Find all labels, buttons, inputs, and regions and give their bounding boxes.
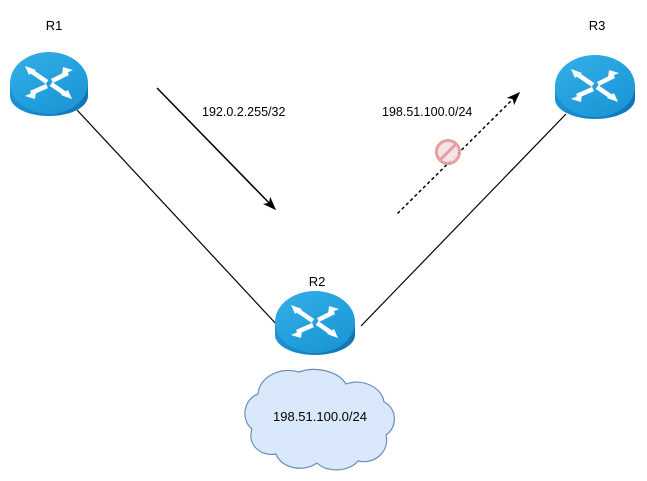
cloud-network (244, 368, 395, 471)
router-icon-r3[interactable] (555, 55, 635, 119)
router-icon-r1[interactable] (10, 52, 88, 116)
flow-label-advertised: 192.0.2.255/32 (202, 105, 286, 119)
prohibition-icon (435, 139, 461, 165)
link-r2-r3 (360, 113, 567, 327)
router-label-r3: R3 (588, 18, 606, 33)
router-label-r2: R2 (308, 274, 326, 289)
flow-label-blocked: 198.51.100.0/24 (382, 105, 473, 119)
cloud-network-label: 198.51.100.0/24 (273, 409, 367, 424)
flow-advertised-arrow (156, 87, 277, 211)
router-icon-r2[interactable] (275, 291, 355, 355)
router-label-r1: R1 (45, 18, 63, 33)
link-r1-r2 (76, 109, 279, 327)
